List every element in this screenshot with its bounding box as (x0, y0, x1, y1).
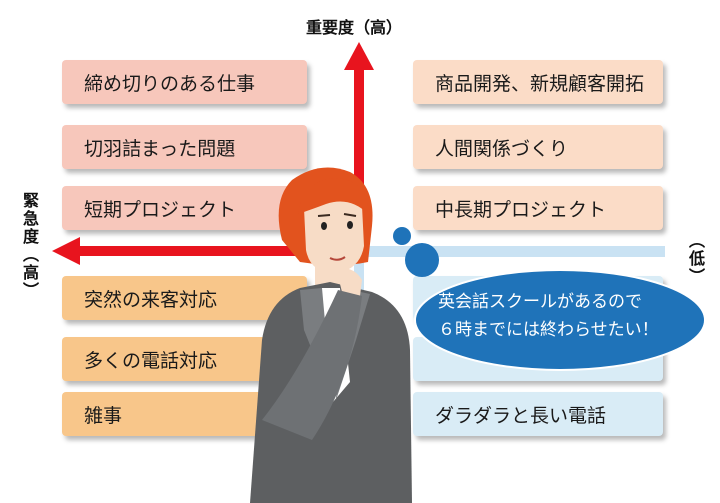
low-label: （低） (686, 232, 705, 286)
card-label: 中長期プロジェクト (435, 198, 607, 221)
importance-high-label: 重要度（高） (306, 18, 403, 37)
thought-line-2: ６時までには終わらせたい！ (438, 320, 659, 340)
card-label: 切羽詰まった問題 (84, 137, 236, 160)
card-deadline-work: 締め切りのある仕事 (62, 60, 307, 104)
card-label: 締め切りのある仕事 (84, 72, 256, 95)
card-sudden-visitor: 突然の来客対応 (62, 276, 307, 320)
card-label: 短期プロジェクト (84, 198, 237, 221)
card-mid-long-term-project: 中長期プロジェクト (413, 186, 663, 230)
card-label: 雑事 (84, 404, 123, 427)
card-label: ダラダラと長い電話 (435, 404, 607, 427)
left-arrow-head (52, 237, 80, 265)
vertical-axis (354, 62, 364, 252)
up-arrow-head (344, 42, 374, 70)
card-label: 多くの電話対応 (84, 349, 218, 372)
urgency-high-label: 緊急度（高） (20, 192, 39, 300)
card-label: 突然の来客対応 (84, 288, 218, 311)
card-long-phone-call: ダラダラと長い電話 (413, 392, 663, 436)
thought-line-1: 英会話スクールがあるので (438, 292, 642, 312)
card-product-development: 商品開発、新規顧客開拓 (413, 60, 663, 104)
thought-bubble (414, 269, 706, 371)
horizontal-axis-low (358, 246, 665, 257)
card-urgent-problem: 切羽詰まった問題 (62, 125, 307, 169)
horizontal-axis (72, 246, 364, 256)
thought-dot-large (405, 243, 439, 277)
card-short-term-project: 短期プロジェクト (62, 186, 307, 230)
card-label: 人間関係づくり (435, 137, 569, 160)
thought-dot-small (393, 227, 411, 245)
card-label: 商品開発、新規顧客開拓 (435, 72, 645, 95)
card-relationship-building: 人間関係づくり (413, 125, 663, 169)
businesswoman-illustration (250, 167, 412, 503)
